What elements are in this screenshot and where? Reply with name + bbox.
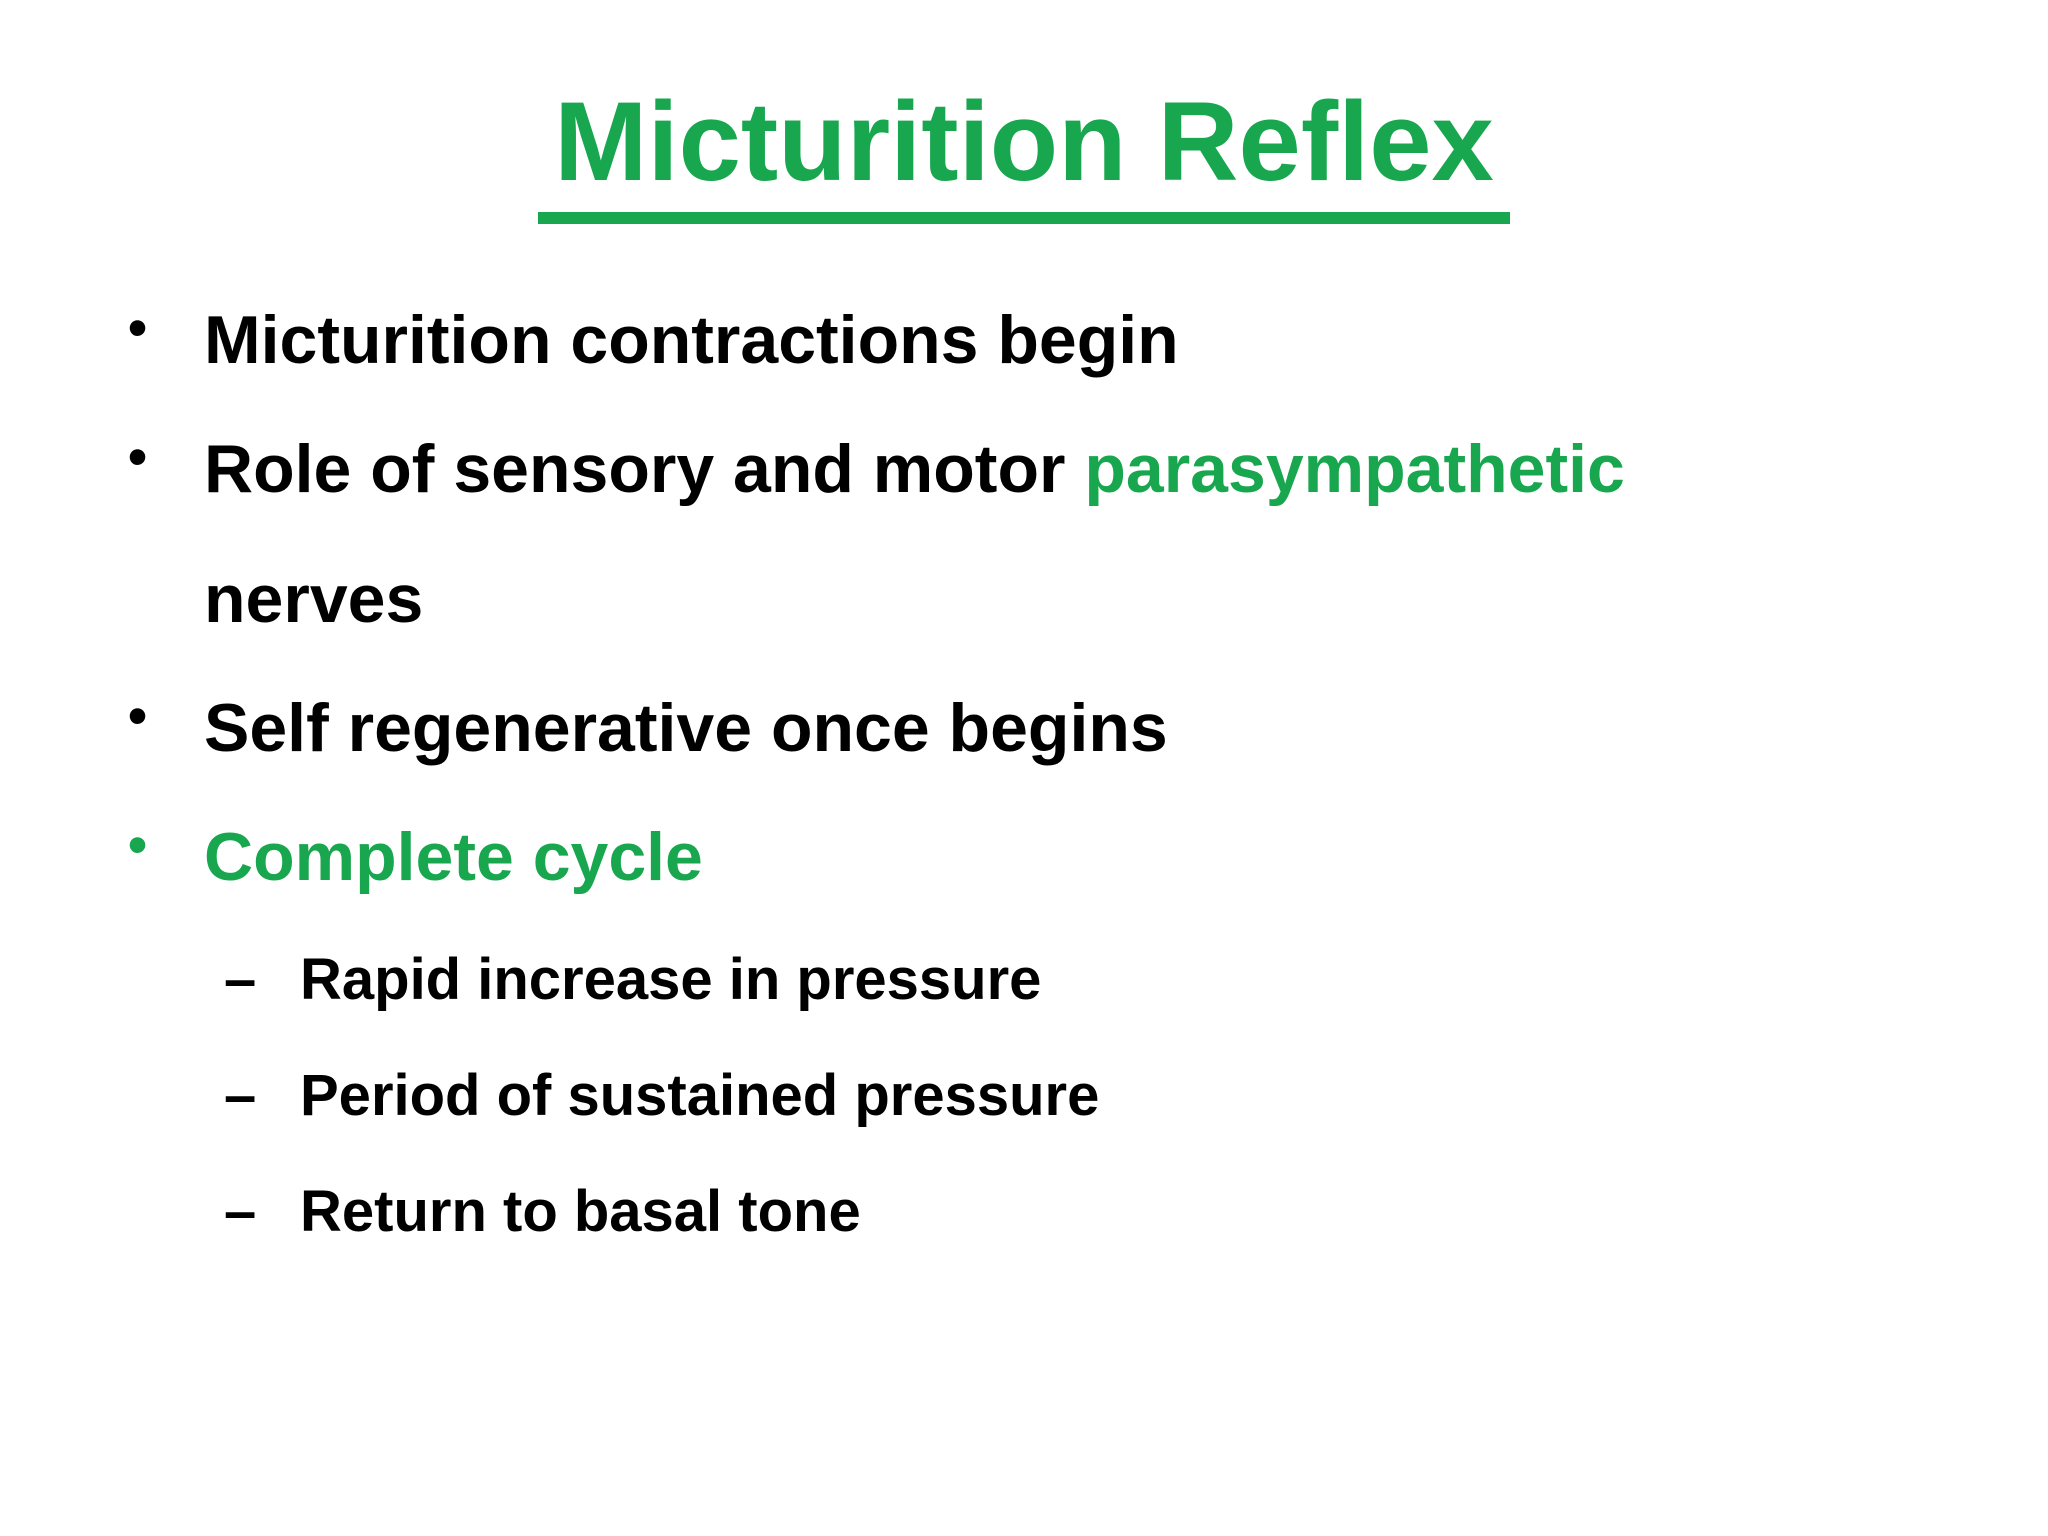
bullet-text: Micturition contractions begin — [204, 302, 1179, 379]
bullet-item-complete-cycle: • Complete cycle — [128, 793, 2008, 922]
bullet-text: Self regenerative once begins — [204, 689, 1168, 766]
sub-bullet-text: Rapid increase in pressure — [300, 947, 1042, 1013]
bullet-dot-icon: • — [128, 813, 148, 875]
sub-bullet-text: Return to basal tone — [300, 1179, 861, 1245]
bullet-dot-icon: • — [128, 426, 148, 488]
sub-bullet-item-sustained-pressure: – Period of sustained pressure — [224, 1038, 2008, 1154]
bullet-text-black-segment: nerves — [204, 560, 424, 637]
sub-bullet-item-rapid-increase: – Rapid increase in pressure — [224, 922, 2008, 1038]
sub-bullet-text: Period of sustained pressure — [300, 1063, 1100, 1129]
bullet-text-black-segment: Role of sensory and motor — [204, 431, 1085, 508]
bullet-dash-icon: – — [224, 947, 257, 1013]
sub-bullet-item-return-basal-tone: – Return to basal tone — [224, 1154, 2008, 1270]
bullet-text: Role of sensory and motor parasympatheti… — [204, 405, 1625, 663]
bullet-item-role-of-nerves: • Role of sensory and motor parasympathe… — [128, 405, 2008, 663]
bullet-text: Complete cycle — [204, 818, 703, 895]
bullet-dash-icon: – — [224, 1063, 257, 1129]
bullet-dot-icon: • — [128, 297, 148, 359]
page-title: Micturition Reflex — [0, 0, 2048, 225]
bullet-item-micturition-contractions: • Micturition contractions begin — [128, 276, 2008, 405]
bullet-list: • Micturition contractions begin • Role … — [0, 276, 2048, 1270]
bullet-text-green-segment: parasympathetic — [1084, 431, 1625, 508]
bullet-dash-icon: – — [224, 1179, 257, 1245]
bullet-dot-icon: • — [128, 684, 148, 746]
page-title-text: Micturition Reflex — [538, 76, 1510, 225]
bullet-item-self-regenerative: • Self regenerative once begins — [128, 664, 2008, 793]
